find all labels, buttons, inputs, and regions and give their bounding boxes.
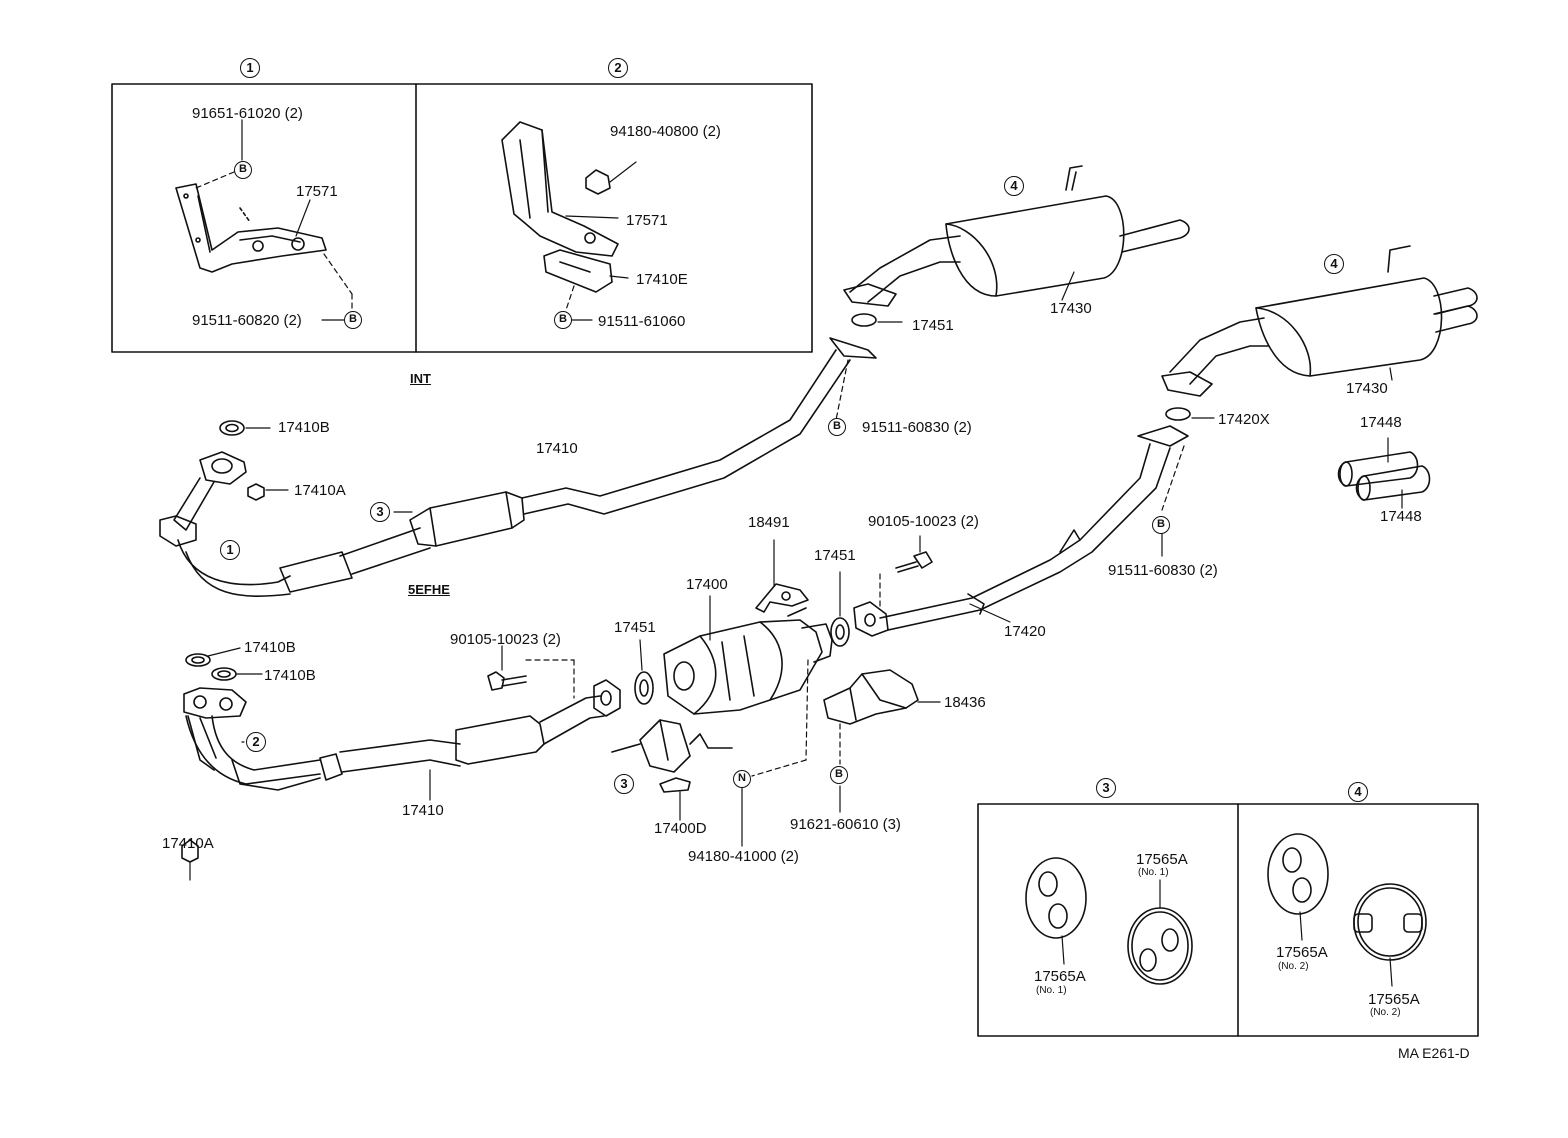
- bracket-17571-inset2: [501, 121, 619, 293]
- manifold-upper: [159, 451, 247, 547]
- label-17410B-upper: 17410B: [278, 419, 330, 436]
- label-17410A-lower: 17410A: [162, 835, 214, 852]
- note-box4-b: (No. 2): [1370, 1007, 1401, 1018]
- note-box3-b: (No. 1): [1138, 867, 1169, 878]
- bracket-18491: [755, 539, 809, 613]
- mark-b-inset2: B: [554, 311, 572, 329]
- manifold-lower: [183, 687, 247, 771]
- insulator-17565A-box3-a: [1025, 857, 1087, 965]
- tail-pipes-17448: [1337, 437, 1431, 509]
- inset-frame-bottom: [977, 803, 1479, 1037]
- callout-3-upper-pipe: 3: [370, 502, 390, 522]
- callout-3-box: 3: [1096, 778, 1116, 798]
- muffler-17430-upper: [843, 165, 1190, 307]
- nut-17410A-lower: [181, 839, 199, 881]
- gasket-17451-upper: [851, 313, 877, 327]
- label-17410E: 17410E: [636, 271, 688, 288]
- label-18436: 18436: [944, 694, 986, 711]
- mark-b-upper: B: [828, 418, 846, 436]
- mark-b-inset1-bottom: B: [344, 311, 362, 329]
- callout-4-box: 4: [1348, 782, 1368, 802]
- note-box3-a: (No. 1): [1036, 985, 1067, 996]
- insulator-18436: [823, 669, 941, 725]
- callout-2-inset: 2: [608, 58, 628, 78]
- label-17451-left: 17451: [614, 619, 656, 636]
- label-17565A-box4-a: 17565A: [1276, 944, 1328, 961]
- bolt-90105-10023-right: [879, 535, 933, 607]
- label-91511-61060: 91511-61060: [598, 313, 686, 330]
- label-17400D: 17400D: [654, 820, 707, 837]
- label-91651-61020: 91651-61020 (2): [192, 105, 303, 122]
- insulator-17565A-box3-b: [1127, 879, 1193, 985]
- nut-94180-40800: [585, 161, 637, 195]
- gasket-17410B-lower-1: [185, 647, 241, 667]
- label-17430-upper: 17430: [1050, 300, 1092, 317]
- label-engine-5efhe: 5EFHE: [408, 582, 450, 597]
- callout-3-hanger: 3: [614, 774, 634, 794]
- pipe-17420: [853, 425, 1189, 637]
- label-18491: 18491: [748, 514, 790, 531]
- label-17571-inset1: 17571: [296, 183, 338, 200]
- mark-b-right: B: [1152, 516, 1170, 534]
- label-17430-right: 17430: [1346, 380, 1388, 397]
- label-17420: 17420: [1004, 623, 1046, 640]
- callout-4-right-muffler: 4: [1324, 254, 1344, 274]
- label-17410-lower: 17410: [402, 802, 444, 819]
- label-94180-40800: 94180-40800 (2): [610, 123, 721, 140]
- callout-2-lower-pipe: 2: [246, 732, 266, 752]
- label-17448-bottom: 17448: [1380, 508, 1422, 525]
- gasket-17420X: [1165, 407, 1191, 421]
- label-90105-10023-lower: 90105-10023 (2): [450, 631, 561, 648]
- callout-1-upper-pipe: 1: [220, 540, 240, 560]
- label-17448-top: 17448: [1360, 414, 1402, 431]
- hanger-17400D: [611, 719, 733, 821]
- label-17410B-lower-1: 17410B: [244, 639, 296, 656]
- label-17565A-box3-b: 17565A: [1136, 851, 1188, 868]
- muffler-17430-right: [1161, 245, 1478, 397]
- label-17410B-lower-2: 17410B: [264, 667, 316, 684]
- label-94180-41000: 94180-41000 (2): [688, 848, 799, 865]
- bolt-90105-10023-lower: [487, 645, 575, 699]
- upper-exhaust-pipe: [177, 337, 877, 597]
- gasket-17410B-lower-2: [211, 667, 263, 681]
- gasket-17451-left: [634, 671, 654, 705]
- callout-1-inset: 1: [240, 58, 260, 78]
- label-17410A-upper: 17410A: [294, 482, 346, 499]
- label-90105-10023-right: 90105-10023 (2): [868, 513, 979, 530]
- mark-n-converter: N: [733, 770, 751, 788]
- label-91511-60820: 91511-60820 (2): [192, 312, 302, 329]
- lower-exhaust-pipe: [185, 679, 621, 801]
- gasket-17451-right: [830, 617, 850, 647]
- label-91511-60830-right: 91511-60830 (2): [1108, 562, 1218, 579]
- label-17420X: 17420X: [1218, 411, 1270, 428]
- note-box4-a: (No. 2): [1278, 961, 1309, 972]
- nut-17410A-upper: [247, 483, 289, 501]
- inset-frame-top: [111, 83, 813, 353]
- label-17400: 17400: [686, 576, 728, 593]
- callout-4-upper-muffler: 4: [1004, 176, 1024, 196]
- label-17565A-box4-b: 17565A: [1368, 991, 1420, 1008]
- diagram-code: MA E261-D: [1398, 1045, 1470, 1061]
- gasket-17410B-upper: [219, 420, 271, 436]
- label-91511-60830-upper: 91511-60830 (2): [862, 419, 972, 436]
- label-17451-right: 17451: [814, 547, 856, 564]
- bracket-17571-inset1: [175, 183, 327, 273]
- label-17565A-box3-a: 17565A: [1034, 968, 1086, 985]
- label-91621-60610: 91621-60610 (3): [790, 816, 901, 833]
- catalytic-converter-17400: [663, 607, 833, 715]
- mark-b-insulator: B: [830, 766, 848, 784]
- label-17451-upper: 17451: [912, 317, 954, 334]
- insulator-17565A-box4-b: [1353, 883, 1427, 987]
- label-engine-int: INT: [410, 371, 431, 386]
- insulator-17565A-box4-a: [1267, 833, 1329, 941]
- label-17571-inset2: 17571: [626, 212, 668, 229]
- mark-b-inset1-top: B: [234, 161, 252, 179]
- label-17410-upper: 17410: [536, 440, 578, 457]
